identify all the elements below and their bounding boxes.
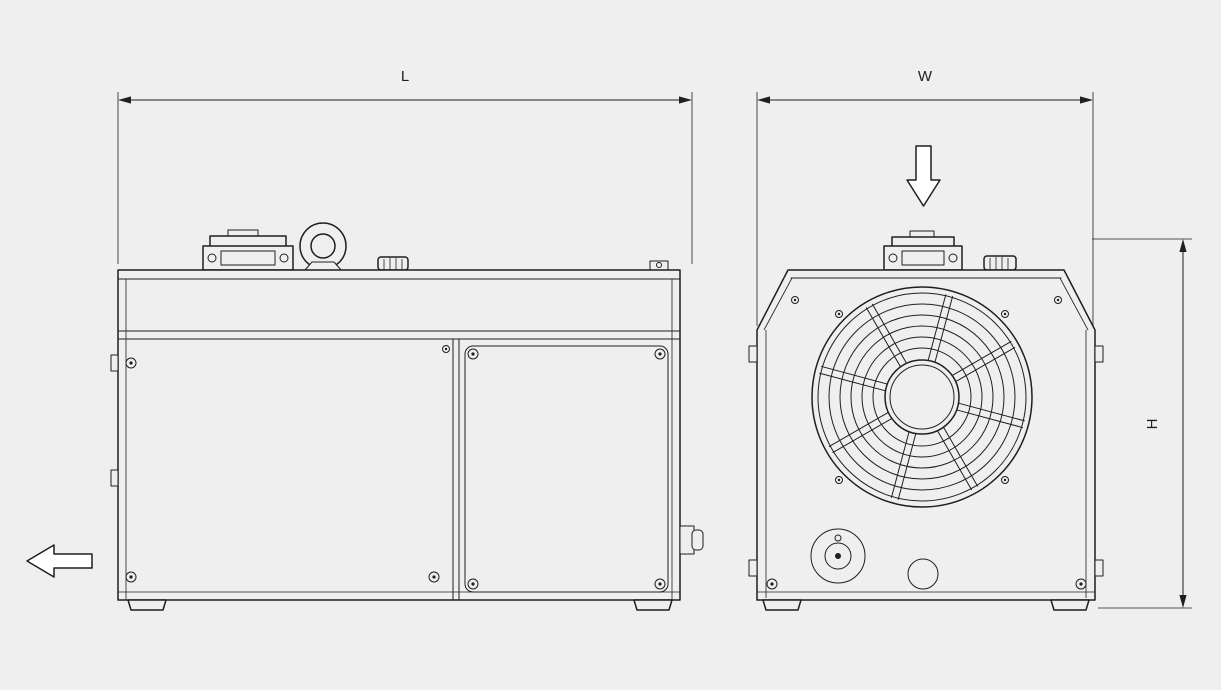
- dimension-width: W: [756, 68, 1094, 326]
- screw-icon: [766, 578, 778, 590]
- knockout-hole: [907, 558, 939, 590]
- screw-icon: [125, 571, 137, 583]
- screw-icon: [654, 578, 666, 590]
- foot: [127, 599, 167, 611]
- fan-grille-icon: [811, 286, 1033, 508]
- screw-icon: [428, 571, 440, 583]
- screw-icon: [125, 357, 137, 369]
- screw-icon: [1001, 310, 1009, 318]
- inlet-port-fitting: [810, 528, 866, 584]
- screw-icon: [835, 476, 843, 484]
- filler-knob-front: [983, 255, 1017, 271]
- screw-icon: [467, 348, 479, 360]
- top-rear-fitting: [649, 260, 669, 271]
- cable-gland: [679, 525, 704, 555]
- left-edge-tabs: [110, 354, 119, 487]
- foot: [1050, 599, 1090, 611]
- dimension-label-width: W: [918, 68, 933, 85]
- screw-icon: [1054, 296, 1062, 304]
- screw-icon: [467, 578, 479, 590]
- dimension-length: L: [117, 68, 693, 264]
- connector-port-side: [202, 229, 294, 271]
- foot: [633, 599, 673, 611]
- front-view: [748, 230, 1104, 611]
- exhaust-arrow-icon: [26, 544, 93, 578]
- connector-port-front: [883, 230, 963, 271]
- screw-icon: [654, 348, 666, 360]
- screw-icon: [1075, 578, 1087, 590]
- intake-arrow-icon: [906, 145, 941, 207]
- screw-icon: [791, 296, 799, 304]
- screw-icon: [1001, 476, 1009, 484]
- dimension-label-height: H: [1144, 419, 1161, 430]
- dimension-height: H: [1092, 238, 1192, 609]
- edge-tabs: [748, 345, 1104, 577]
- filler-knob-side: [377, 256, 409, 271]
- dimension-label-length: L: [401, 68, 409, 85]
- lifting-ring-icon: [299, 222, 347, 271]
- screw-icon: [835, 310, 843, 318]
- screw-icon: [442, 345, 450, 353]
- service-panel: [464, 345, 669, 593]
- side-view: [110, 222, 704, 611]
- side-body: [117, 269, 681, 601]
- foot: [762, 599, 802, 611]
